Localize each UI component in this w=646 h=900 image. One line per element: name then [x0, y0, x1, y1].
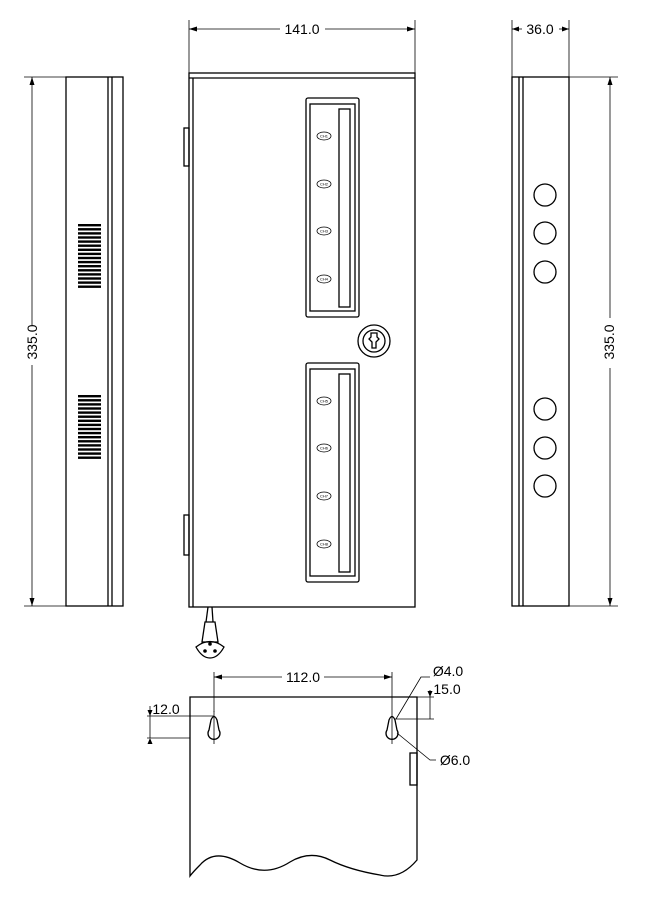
vent-slot — [78, 269, 101, 272]
top-offset-label: 15.0 — [433, 681, 460, 697]
vent-slot — [78, 456, 101, 459]
height-label-left: 335.0 — [24, 324, 40, 359]
hinge-upper — [183, 127, 190, 167]
cable-gland-hole-6 — [533, 474, 557, 498]
hole-spacing-label: 112.0 — [286, 669, 320, 685]
right-side-view — [511, 76, 570, 607]
lower-indicator-window — [305, 362, 360, 583]
svg-text:CH4: CH4 — [320, 277, 329, 282]
vent-slots-lower — [78, 395, 101, 459]
vent-slot — [78, 236, 101, 239]
vent-slot — [78, 248, 101, 251]
depth-dimension-top: 36.0 — [511, 20, 570, 77]
svg-text:CH7: CH7 — [320, 494, 329, 499]
vent-slot — [78, 273, 101, 276]
height-dimension-right: 335.0 — [569, 76, 618, 607]
vent-slot — [78, 224, 101, 227]
ch4-indicator: CH4 — [316, 274, 332, 284]
small-hole-diameter-label: Ø4.0 — [433, 663, 464, 679]
vent-slot — [78, 452, 101, 455]
ch7-indicator: CH7 — [316, 491, 332, 501]
vent-slot — [78, 277, 101, 280]
depth-label: 36.0 — [526, 21, 553, 37]
ch8-indicator: CH8 — [316, 539, 332, 549]
width-dimension-top: 141.0 — [188, 20, 416, 73]
left-side-view — [65, 76, 124, 607]
vent-slot — [78, 403, 101, 406]
vent-slot — [78, 256, 101, 260]
cable-gland-hole-4 — [533, 397, 557, 421]
cable-gland-hole-1 — [533, 183, 557, 207]
svg-text:CH2: CH2 — [320, 182, 329, 187]
vent-slot — [78, 265, 101, 268]
height-label-right: 335.0 — [601, 324, 617, 359]
large-hole-diameter-label: Ø6.0 — [440, 752, 471, 768]
vent-slot — [78, 232, 101, 235]
vent-slot — [78, 436, 101, 439]
hinge-lower — [183, 514, 190, 556]
key-lock-icon — [357, 324, 391, 358]
ch2-indicator: CH2 — [316, 179, 332, 189]
svg-text:CH6: CH6 — [320, 446, 329, 451]
left-side-body — [65, 76, 124, 607]
vent-slot — [78, 252, 101, 256]
front-view: CH1 CH2 CH3 CH4 CH5 CH6 CH7 CH8 — [183, 72, 416, 659]
svg-text:CH1: CH1 — [320, 134, 329, 139]
back-hinge — [409, 752, 418, 786]
svg-text:CH3: CH3 — [320, 229, 329, 234]
cabinet-front-body — [188, 72, 416, 608]
vent-slot — [78, 281, 101, 284]
cable-gland-hole-2 — [533, 221, 557, 245]
ch3-indicator: CH3 — [316, 226, 332, 236]
back-mounting-view: 112.0 12.0 15.0 Ø4.0 Ø6.0 — [147, 663, 471, 878]
vent-slot — [78, 411, 101, 414]
ch1-indicator: CH1 — [316, 131, 332, 141]
vent-slot — [78, 399, 101, 402]
vent-slot — [78, 423, 101, 427]
vent-slot — [78, 415, 101, 418]
ch6-indicator: CH6 — [316, 443, 332, 453]
svg-text:CH8: CH8 — [320, 542, 329, 547]
width-label: 141.0 — [284, 21, 319, 37]
vent-slot — [78, 419, 101, 422]
vent-slot — [78, 240, 101, 243]
vent-slot — [78, 431, 101, 435]
vent-slot — [78, 395, 101, 398]
vent-slot — [78, 228, 101, 231]
vent-slots-upper — [78, 224, 101, 288]
cable-gland-hole-5 — [533, 436, 557, 460]
vent-slot — [78, 444, 101, 447]
vent-slot — [78, 448, 101, 451]
vent-slot — [78, 244, 101, 247]
edge-offset-label: 12.0 — [152, 701, 179, 717]
ch5-indicator: CH5 — [316, 396, 332, 406]
right-side-body — [511, 76, 570, 607]
vent-slot — [78, 407, 101, 410]
upper-indicator-window — [305, 97, 360, 318]
vent-slot — [78, 440, 101, 443]
vent-slot — [78, 260, 101, 264]
vent-slot — [78, 427, 101, 431]
keyhole-mount-right — [385, 672, 399, 744]
height-dimension-left: 335.0 — [24, 76, 66, 607]
back-panel-outline — [189, 696, 418, 878]
power-cable-plug-icon — [195, 606, 225, 659]
cable-gland-hole-3 — [533, 260, 557, 284]
keyhole-mount-left — [207, 711, 221, 744]
vent-slot — [78, 285, 101, 288]
svg-text:CH5: CH5 — [320, 399, 329, 404]
